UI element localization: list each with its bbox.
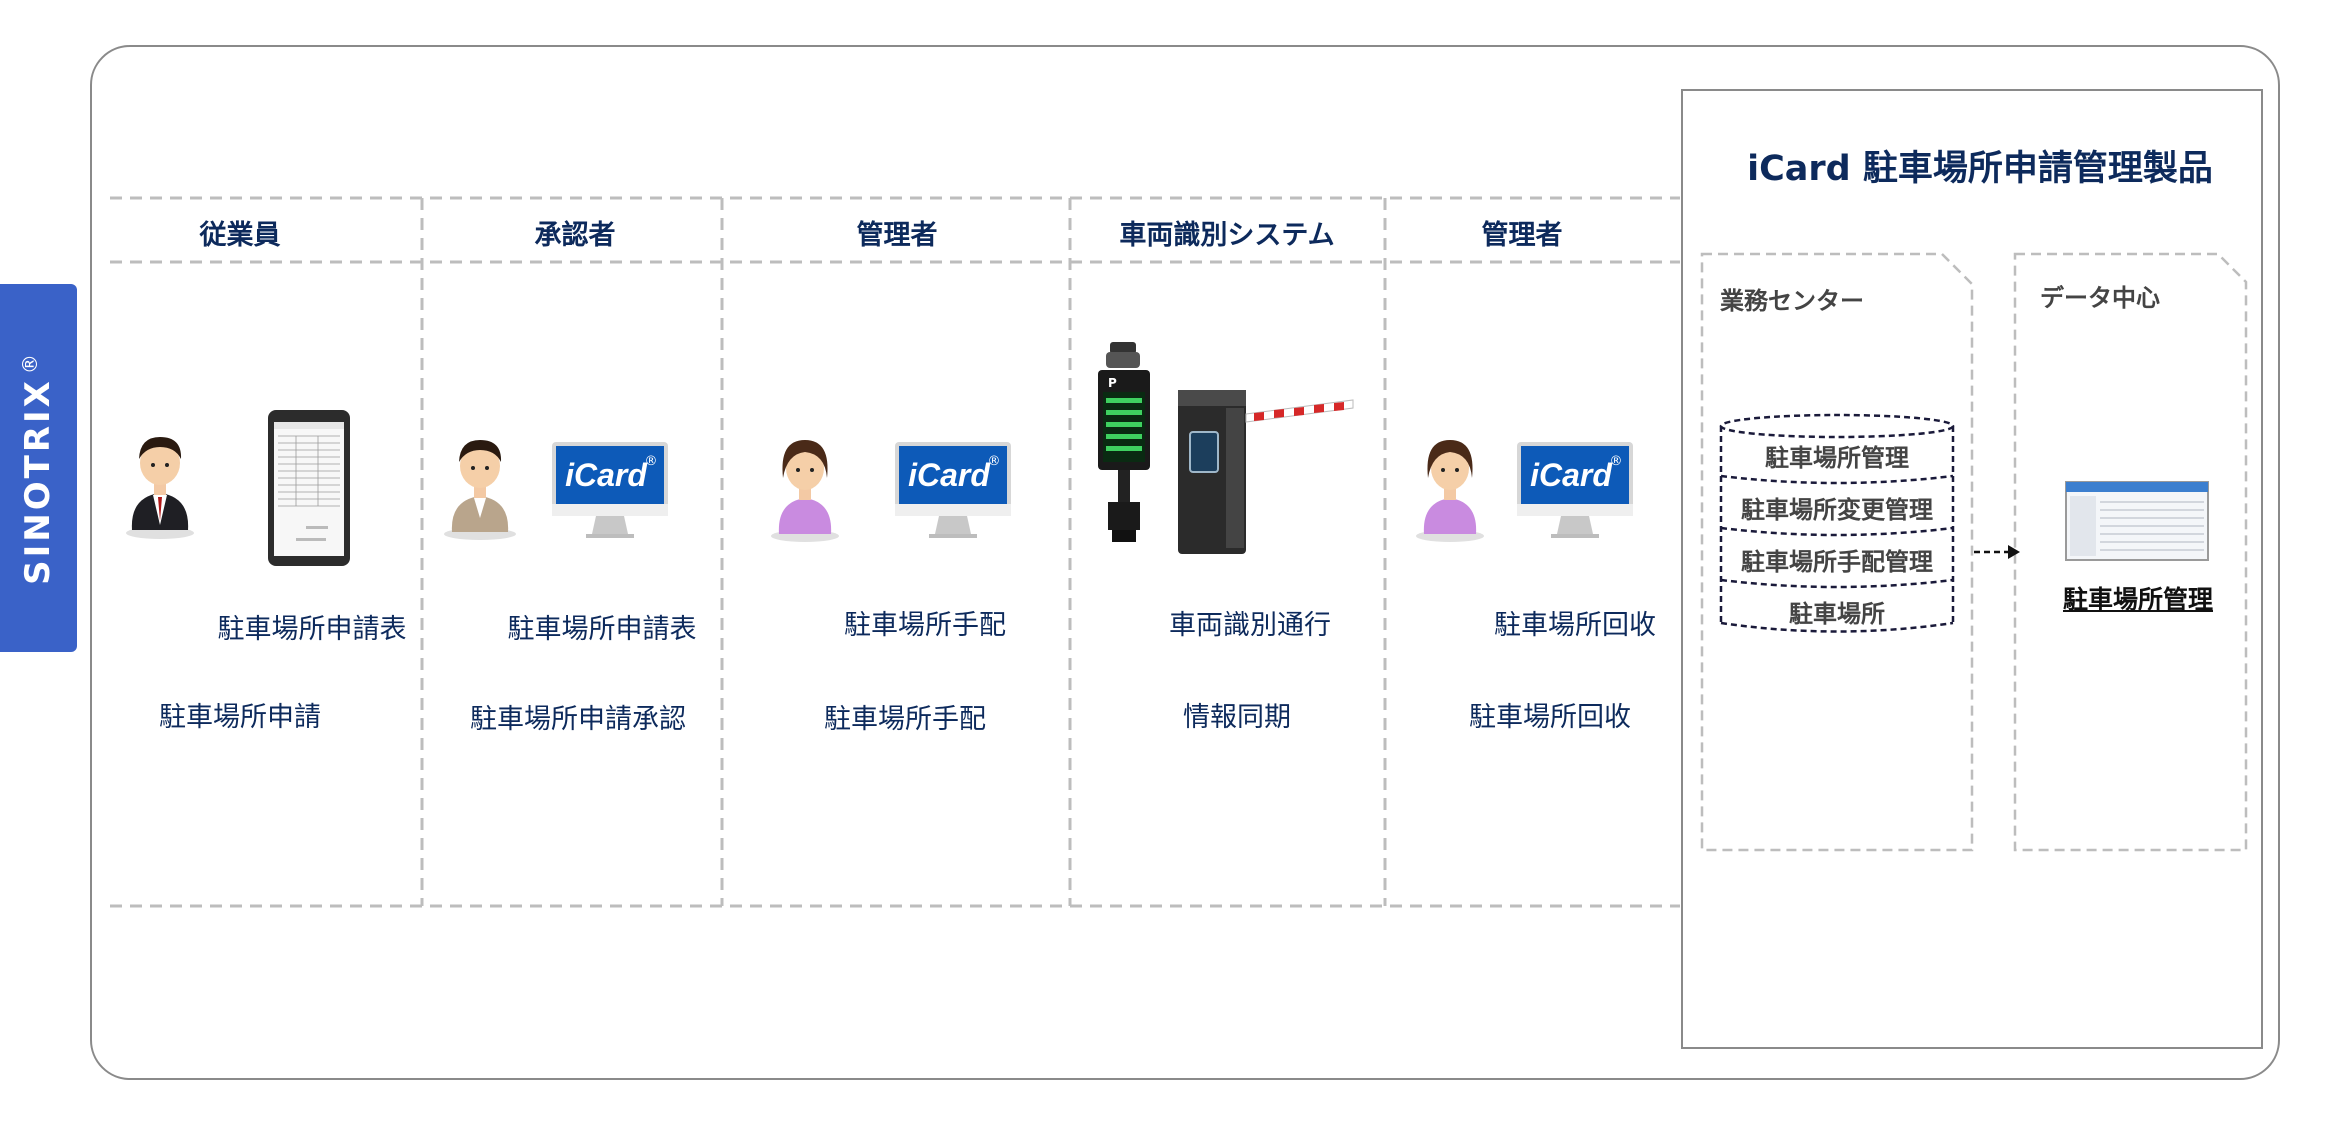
module-parking-allocation-management: 駐車場所手配管理 [1741,548,1933,576]
monitor-logo-mark: ® [645,454,658,469]
person-icon [1416,440,1484,542]
lane3-upper-label: 駐車場所手配 [844,610,1006,641]
monitor-logo-mark: ® [988,454,1001,469]
person-icon [126,437,194,539]
lane2-upper-label: 駐車場所申請表 [507,614,697,645]
lane5-upper-label: 駐車場所回收 [1494,610,1656,641]
svg-text:P: P [1108,376,1117,390]
monitor-logo-mark: ® [1610,454,1623,469]
lane4-upper-label: 車両識別通行 [1169,610,1331,641]
module-parking-space: 駐車場所 [1789,600,1885,628]
lane-title-vehicle-recognition: 車両識別システム [1119,220,1335,251]
data-center-screen-label: 駐車場所管理 [2062,585,2214,614]
lane-title-administrator-2: 管理者 [1481,220,1563,251]
lane-title-approver: 承認者 [534,220,616,251]
icard-monitor-icon: iCard ® [1517,442,1633,538]
business-center-title: 業務センター [1720,287,1864,315]
module-parking-change-management: 駐車場所変更管理 [1741,496,1933,524]
lane-title-employee: 従業員 [199,220,281,251]
lane-title-administrator: 管理者 [856,220,938,251]
lane4-lower-label: 情報同期 [1183,702,1291,733]
person-icon [771,440,839,542]
monitor-logo-text: iCard [565,457,648,493]
lane1-lower-label: 駐車場所申請 [159,702,321,733]
lane1-upper-label: 駐車場所申請表 [217,614,407,645]
smartphone-form-icon [268,410,350,566]
lane2-lower-label: 駐車場所申請承認 [470,704,686,735]
module-parking-management: 駐車場所管理 [1765,444,1909,472]
person-icon [444,440,516,540]
icard-monitor-icon: iCard ® [552,442,668,538]
brand-tab [0,284,77,652]
monitor-logo-text: iCard [908,457,991,493]
lane3-lower-label: 駐車場所手配 [824,704,986,735]
monitor-logo-text: iCard [1530,457,1613,493]
icard-monitor-icon: iCard ® [895,442,1011,538]
product-title: iCard 駐車場所申請管理製品 [1747,149,2213,189]
lane5-lower-label: 駐車場所回收 [1469,702,1631,733]
dashboard-screenshot-icon [2065,481,2209,561]
diagram-frame [90,45,2280,1080]
parking-barrier-gate-icon: P [1098,342,1354,554]
data-center-title: データ中心 [2040,284,2160,312]
